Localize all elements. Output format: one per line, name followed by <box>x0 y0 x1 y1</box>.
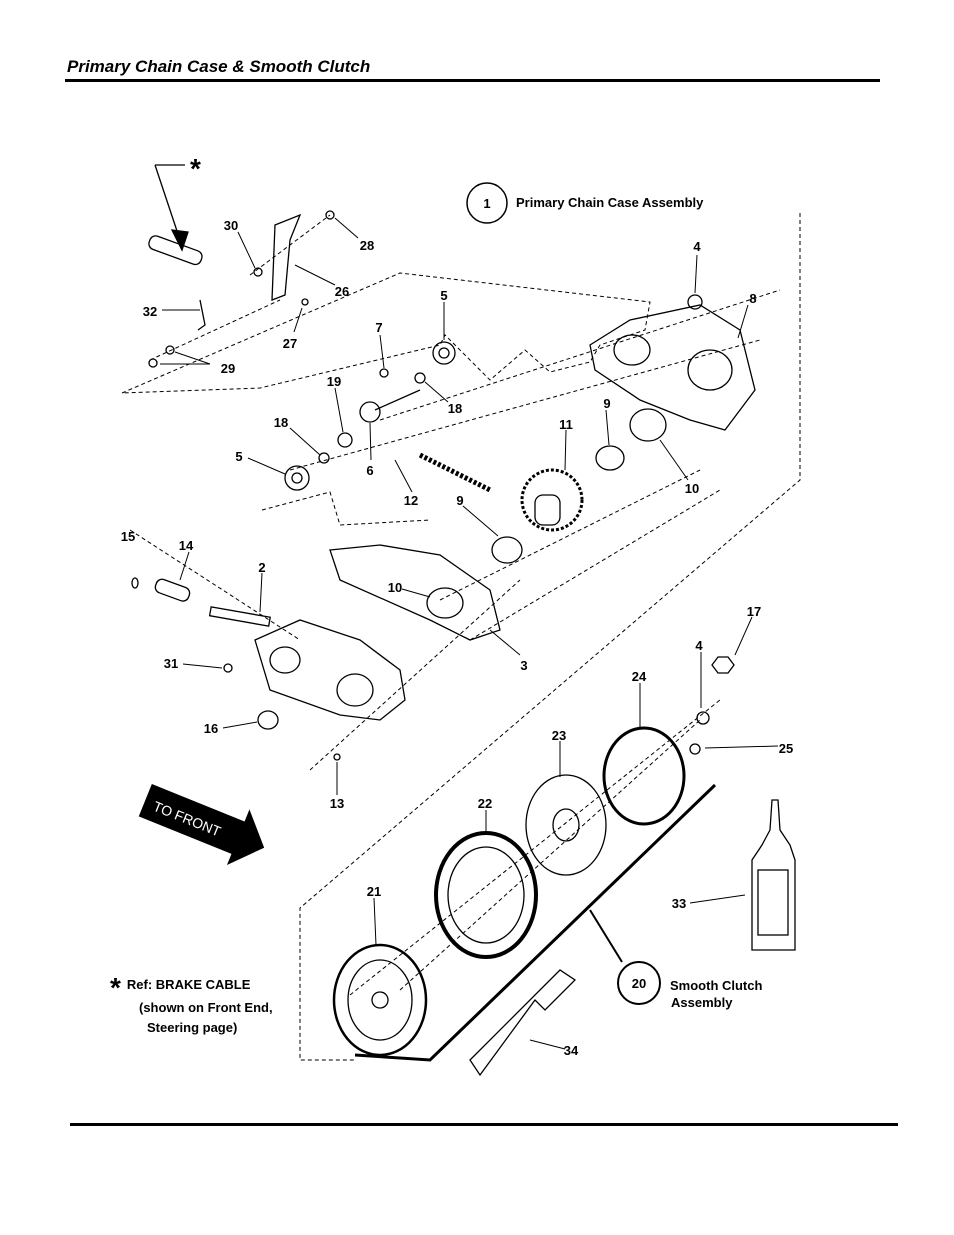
page-title: Primary Chain Case & Smooth Clutch <box>67 57 371 76</box>
part-callout-28: 28 <box>360 238 374 253</box>
ref-note-line3: Steering page) <box>147 1020 238 1035</box>
part-callout-10: 10 <box>388 580 402 595</box>
chain-case-half-8 <box>589 304 756 431</box>
footer-divider <box>70 1123 898 1126</box>
part-callout-10: 10 <box>685 481 699 496</box>
part-callout-3: 3 <box>520 658 527 673</box>
chain-case-half-3 <box>329 544 501 641</box>
part-callout-34: 34 <box>564 1043 579 1058</box>
reference-note: * Ref: BRAKE CABLE (shown on Front End, S… <box>110 972 273 1038</box>
part-callout-16: 16 <box>204 721 218 736</box>
part-callout-13: 13 <box>330 796 344 811</box>
part-drawings <box>131 164 796 1077</box>
chain-12 <box>418 452 492 493</box>
assembly-20-bracket <box>354 783 717 1062</box>
main-boundary <box>261 213 801 1061</box>
tool-34 <box>469 969 577 1077</box>
part-callout-33: 33 <box>672 896 686 911</box>
part-callout-27: 27 <box>283 336 297 351</box>
assembly-callouts: 1 Primary Chain Case Assembly 20 Smooth … <box>466 182 762 1010</box>
part-callout-15: 15 <box>121 529 135 544</box>
ref-note-line2: (shown on Front End, <box>139 1000 273 1015</box>
assembly-20-number: 20 <box>632 976 646 991</box>
assembly-20-label-line2: Assembly <box>671 995 733 1010</box>
plate-24 <box>602 726 686 826</box>
part-callout-11: 11 <box>559 417 573 432</box>
sprocket-11 <box>520 468 584 532</box>
part-callout-4: 4 <box>695 638 703 653</box>
part-callout-21: 21 <box>367 884 381 899</box>
ref-note-line1: Ref: BRAKE CABLE <box>126 977 251 992</box>
part-callout-5: 5 <box>440 288 447 303</box>
spring-32 <box>197 299 206 331</box>
part-callout-24: 24 <box>632 669 647 684</box>
part-callout-26: 26 <box>335 284 349 299</box>
pulley-22 <box>434 831 538 959</box>
part-callout-25: 25 <box>779 741 793 756</box>
bracket-26 <box>271 213 302 301</box>
assembly-boundaries <box>121 213 801 1061</box>
part-callout-32: 32 <box>143 304 157 319</box>
chain-case-half-2 <box>254 619 406 721</box>
part-callout-4: 4 <box>693 239 701 254</box>
assembly-20-label: Smooth Clutch <box>670 978 762 993</box>
part-callouts: 30 28 26 27 32 29 5 7 19 18 18 5 6 12 11 9 10 4 8 9 15 14 2 10 3… <box>121 218 793 1058</box>
header-divider <box>65 79 880 82</box>
leader-lines <box>160 217 779 1050</box>
pulley-21 <box>332 943 428 1057</box>
part-callout-8: 8 <box>749 291 756 306</box>
ref-star-symbol: * <box>190 153 201 184</box>
part-callout-17: 17 <box>747 604 761 619</box>
oil-bottle-33 <box>751 799 796 951</box>
part-callout-9: 9 <box>603 396 610 411</box>
brake-cable-end <box>148 235 203 266</box>
part-callout-18: 18 <box>448 401 462 416</box>
part-callout-18: 18 <box>274 415 288 430</box>
part-callout-2: 2 <box>258 560 265 575</box>
upper-boundary <box>121 272 651 394</box>
part-callout-29: 29 <box>221 361 235 376</box>
part-callout-6: 6 <box>366 463 373 478</box>
assembly-1-label: Primary Chain Case Assembly <box>516 195 704 210</box>
part-callout-9: 9 <box>456 493 463 508</box>
friction-disc-23 <box>525 774 607 876</box>
part-callout-19: 19 <box>327 374 341 389</box>
part-callout-7: 7 <box>375 320 382 335</box>
ref-pointer-line <box>154 164 185 241</box>
part-callout-5: 5 <box>235 449 242 464</box>
part-callout-23: 23 <box>552 728 566 743</box>
part-callout-22: 22 <box>478 796 492 811</box>
part-callout-30: 30 <box>224 218 238 233</box>
part-callout-12: 12 <box>404 493 418 508</box>
assembly-1-number: 1 <box>483 196 490 211</box>
assembly-axis-lines <box>129 214 781 996</box>
part-callout-14: 14 <box>179 538 194 553</box>
to-front-arrow: TO FRONT <box>138 783 265 866</box>
ref-star: * <box>110 972 121 1003</box>
part-callout-31: 31 <box>164 656 178 671</box>
